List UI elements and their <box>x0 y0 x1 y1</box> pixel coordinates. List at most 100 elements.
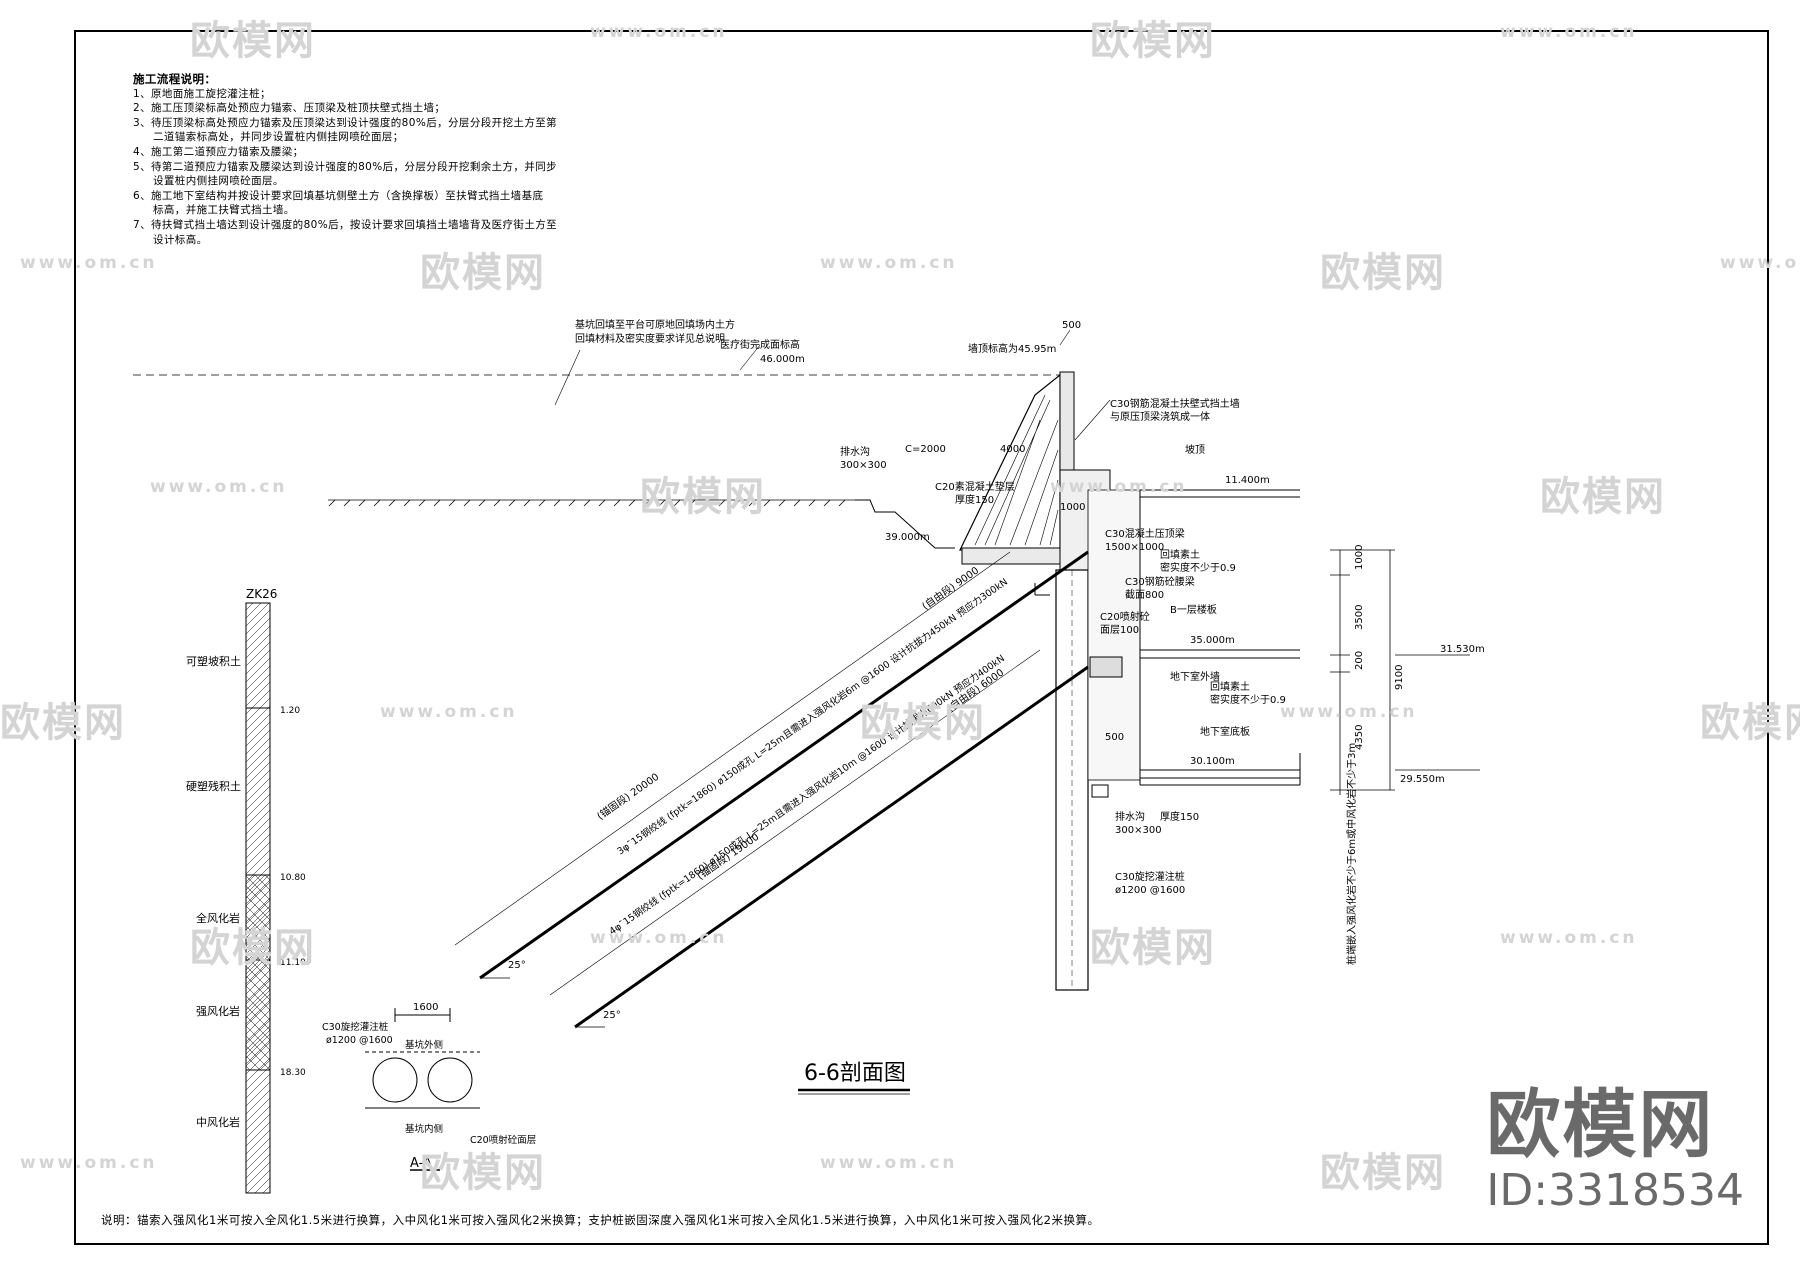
watermark-url: www.om.cn <box>20 1153 158 1173</box>
dim-4000: 4000 <box>1000 444 1025 455</box>
vertical-note: 桩端嵌入强风化岩不少于6m或中风化岩不少于3m <box>1345 743 1358 965</box>
brand-stamp: 欧模网 ID:3318534 <box>1486 1085 1744 1217</box>
dim-500b: 500 <box>1105 732 1124 743</box>
watermark-logo: 欧模网 <box>0 700 126 746</box>
watermark-logo: 欧模网 <box>1320 250 1446 296</box>
c20-mesh: C20喷射砼 <box>1100 610 1150 623</box>
watermark-url: www.om.cn <box>150 477 288 497</box>
anchor-1-dim <box>454 551 1011 946</box>
notes-item: 2、施工压顶梁标高处预应力锚索、压顶梁及桩顶扶壁式挡土墙； <box>133 102 446 115</box>
watermark-logo: 欧模网 <box>860 700 986 746</box>
bottom-note: 说明：锚索入强风化1米可按入全风化1.5米进行换算，入中风化1米可按入强风化2米… <box>101 1213 1100 1227</box>
dim-9100: 9100 <box>1394 665 1405 690</box>
wall-top-label: 墙顶标高为45.95m <box>968 342 1056 355</box>
cap-beam-size: 1500×1000 <box>1105 542 1164 553</box>
watermark-url: www.om.cn <box>1280 702 1418 722</box>
dim-500: 500 <box>1062 320 1081 331</box>
watermark-logo: 欧模网 <box>420 1150 546 1196</box>
notes-item: 二道锚索标高处，并同步设置桩内侧挂网喷砼面层； <box>153 131 404 144</box>
watermark-logo: 欧模网 <box>420 250 546 296</box>
bottom-drain-ditch <box>1091 784 1109 798</box>
cushion-thk: 厚度150 <box>955 493 994 506</box>
backfill-soil-label: 回填素土 <box>1160 548 1200 561</box>
notes-item: 7、待扶臂式挡土墙达到设计强度的80%后，按设计要求回填挡土墙墙背及医疗街土方至 <box>133 218 558 231</box>
dim-200: 200 <box>1354 651 1365 670</box>
dim-3500: 3500 <box>1354 605 1365 630</box>
elev-31: 31.530m <box>1440 644 1485 655</box>
cushion-bottom: 厚度150 <box>1160 810 1199 823</box>
pile-size: ø1200 @1600 <box>1115 885 1185 896</box>
watermark-url: www.om.cn <box>1500 22 1638 42</box>
borehole-layer-1: 可塑坡积土 <box>186 654 241 668</box>
anchor-2[interactable] <box>574 665 1089 1029</box>
watermark-url: www.om.cn <box>1050 477 1188 497</box>
borehole-depth-1: 1.20 <box>280 706 300 716</box>
retaining-wall <box>959 371 1075 553</box>
watermark-url: www.om.cn <box>20 253 158 273</box>
detail-mesh: C20喷射砼面层 <box>470 1134 536 1146</box>
design-ground-elev: 46.000m <box>760 354 805 365</box>
dim-1600: 1600 <box>413 1002 438 1013</box>
elev-39: 39.000m <box>885 532 930 543</box>
watermark-logo: 欧模网 <box>1320 1150 1446 1196</box>
dim-4350: 4350 <box>1354 725 1365 750</box>
section-title: 6-6剖面图 <box>804 1061 906 1086</box>
c20-mesh-2: 面层100 <box>1100 624 1139 636</box>
anchor-1[interactable] <box>479 550 1089 980</box>
elev-29: 29.550m <box>1400 774 1445 785</box>
notes-item: 标高，并施工扶臂式挡土墙。 <box>153 204 295 217</box>
cap-beam-label: C30混凝土压顶梁 <box>1105 527 1185 540</box>
basement-wall: 地下室外墙 <box>1170 670 1220 683</box>
backfill-compact: 密实度不少于0.9 <box>1160 561 1236 574</box>
design-ground-label: 医疗街完成面标高 <box>720 338 800 351</box>
leader-lines <box>554 329 1111 441</box>
notes-title: 施工流程说明： <box>133 72 217 86</box>
retaining-wall-label: C30钢筋混凝土扶壁式挡土墙 <box>1110 397 1240 410</box>
construction-notes: 施工流程说明： 1、原地面施工旋挖灌注桩； 2、施工压顶梁标高处预应力锚索、压顶… <box>133 72 643 247</box>
dim-1000b: 1000 <box>1354 545 1365 570</box>
watermark-url: www.om.cn <box>1720 253 1800 273</box>
anchor-2-total: (锚固段) 19000 <box>694 830 761 882</box>
watermark-url: www.om.cn <box>820 253 958 273</box>
b1-slab: B一层楼板 <box>1170 603 1217 616</box>
notes-item: 4、施工第二道预应力锚索及腰梁； <box>133 145 304 158</box>
basement-floor: 地下室底板 <box>1200 725 1250 738</box>
detail-aa <box>365 1008 480 1171</box>
watermark-logo: 欧模网 <box>1090 925 1216 971</box>
original-ground <box>328 499 855 507</box>
drawing-frame <box>74 30 1769 1245</box>
watermark-url: www.om.cn <box>1500 928 1638 948</box>
brand-name: 欧模网 <box>1486 1082 1715 1168</box>
detail-title: A-A <box>410 1156 432 1171</box>
anchor-1-total: (锚固段) 20000 <box>594 770 661 822</box>
elev-11: 11.400m <box>1225 475 1270 486</box>
borehole-layer-3: 全风化岩 <box>196 911 240 925</box>
borehole-layer-5: 中风化岩 <box>196 1115 240 1129</box>
borehole-depth-3: 11.10 <box>280 958 306 968</box>
notes-item: 6、施工地下室结构并按设计要求回填基坑侧壁土方（含换撑板）至扶臂式挡土墙基底 <box>133 189 544 202</box>
retaining-wall-label-2: 与原压顶梁浇筑成一体 <box>1110 410 1210 423</box>
borehole-depth-4: 18.30 <box>280 1068 306 1078</box>
excavation-slope <box>855 499 955 549</box>
dimension-lines <box>1330 549 1480 795</box>
backfill-bottom-compact: 密实度不少于0.9 <box>1210 693 1286 706</box>
angle-1: 25° <box>508 960 526 971</box>
watermark-url: www.om.cn <box>590 22 728 42</box>
detail-outer: 基坑外侧 <box>405 1039 443 1051</box>
notes-item: 设计标高。 <box>153 233 208 246</box>
detail-inner: 基坑内侧 <box>405 1123 443 1135</box>
borehole-column <box>245 602 271 1194</box>
backfill-bottom: 回填素土 <box>1210 680 1250 693</box>
elev-35: 35.000m <box>1190 635 1235 646</box>
c20-cushion: C20素混凝土垫层 <box>935 480 1015 493</box>
dim-1000: 1000 <box>1060 502 1085 513</box>
backfill-note-2: 回填材料及密实度要求详见总说明 <box>575 332 725 345</box>
anchor-2-dim <box>549 649 1041 996</box>
watermark-logo: 欧模网 <box>1090 18 1216 64</box>
angle-2: 25° <box>603 1010 621 1021</box>
borehole-id: ZK26 <box>246 587 277 601</box>
waist-beam-size: 截面800 <box>1125 588 1164 601</box>
watermark-url: www.om.cn <box>590 928 728 948</box>
borehole-depth-2: 10.80 <box>280 873 306 883</box>
